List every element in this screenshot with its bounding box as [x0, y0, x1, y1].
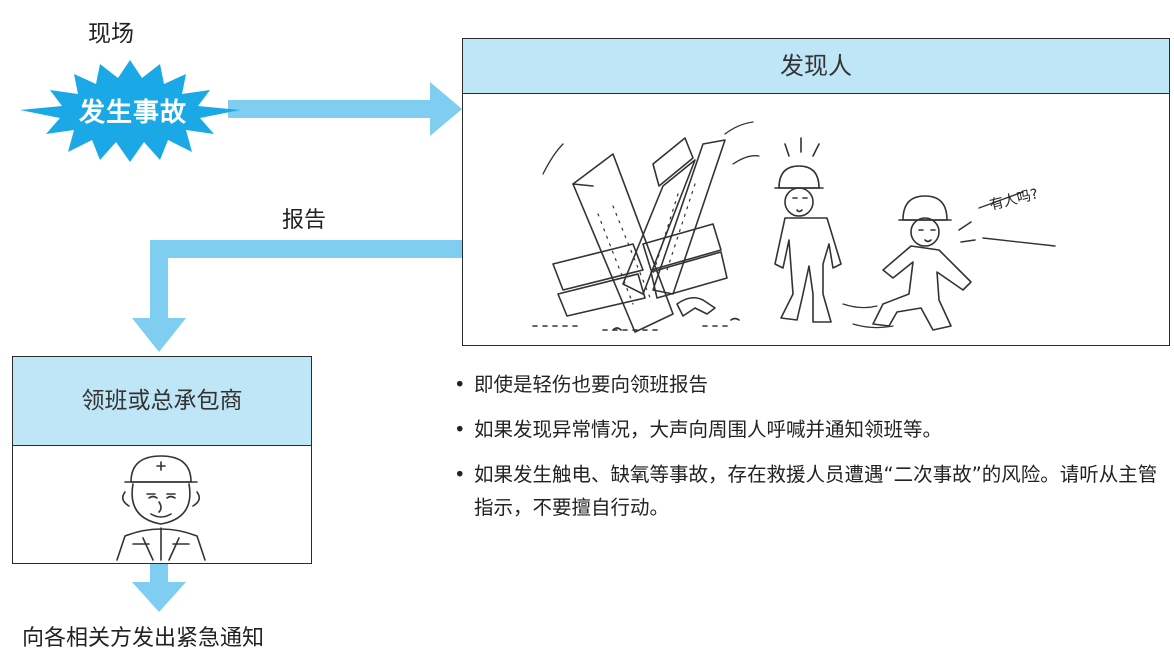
finder-box-title: 发现人 [463, 39, 1169, 94]
arrow-report-to-leader [132, 240, 462, 352]
worker-running-illustration [842, 195, 976, 331]
starburst-icon [20, 60, 240, 162]
leader-box: 领班或总承包商 [12, 356, 312, 564]
site-label: 现场 [88, 21, 134, 47]
report-label: 报告 [282, 208, 327, 233]
foreman-illustration [116, 455, 206, 561]
accident-label: 发生事故 [78, 98, 187, 128]
finder-box: 发现人 [462, 38, 1170, 346]
leader-box-title: 领班或总承包商 [13, 357, 311, 446]
collapsed-timber-illustration [532, 121, 1056, 333]
list-item: 如果发生触电、缺氧等事故，存在救援人员遭遇“二次事故”的风险。请听从主管指示，不… [452, 458, 1168, 524]
instruction-list: 即使是轻伤也要向领班报告 如果发现异常情况，大声向周围人呼喊并通知领班等。 如果… [452, 368, 1168, 536]
list-item: 即使是轻伤也要向领班报告 [452, 368, 1168, 401]
list-item: 如果发现异常情况，大声向周围人呼喊并通知领班等。 [452, 413, 1168, 446]
arrow-accident-to-finder [228, 82, 462, 136]
notify-label: 向各相关方发出紧急通知 [22, 626, 265, 651]
worker-surprised-illustration [774, 137, 842, 323]
arrow-leader-to-notify [132, 564, 186, 612]
